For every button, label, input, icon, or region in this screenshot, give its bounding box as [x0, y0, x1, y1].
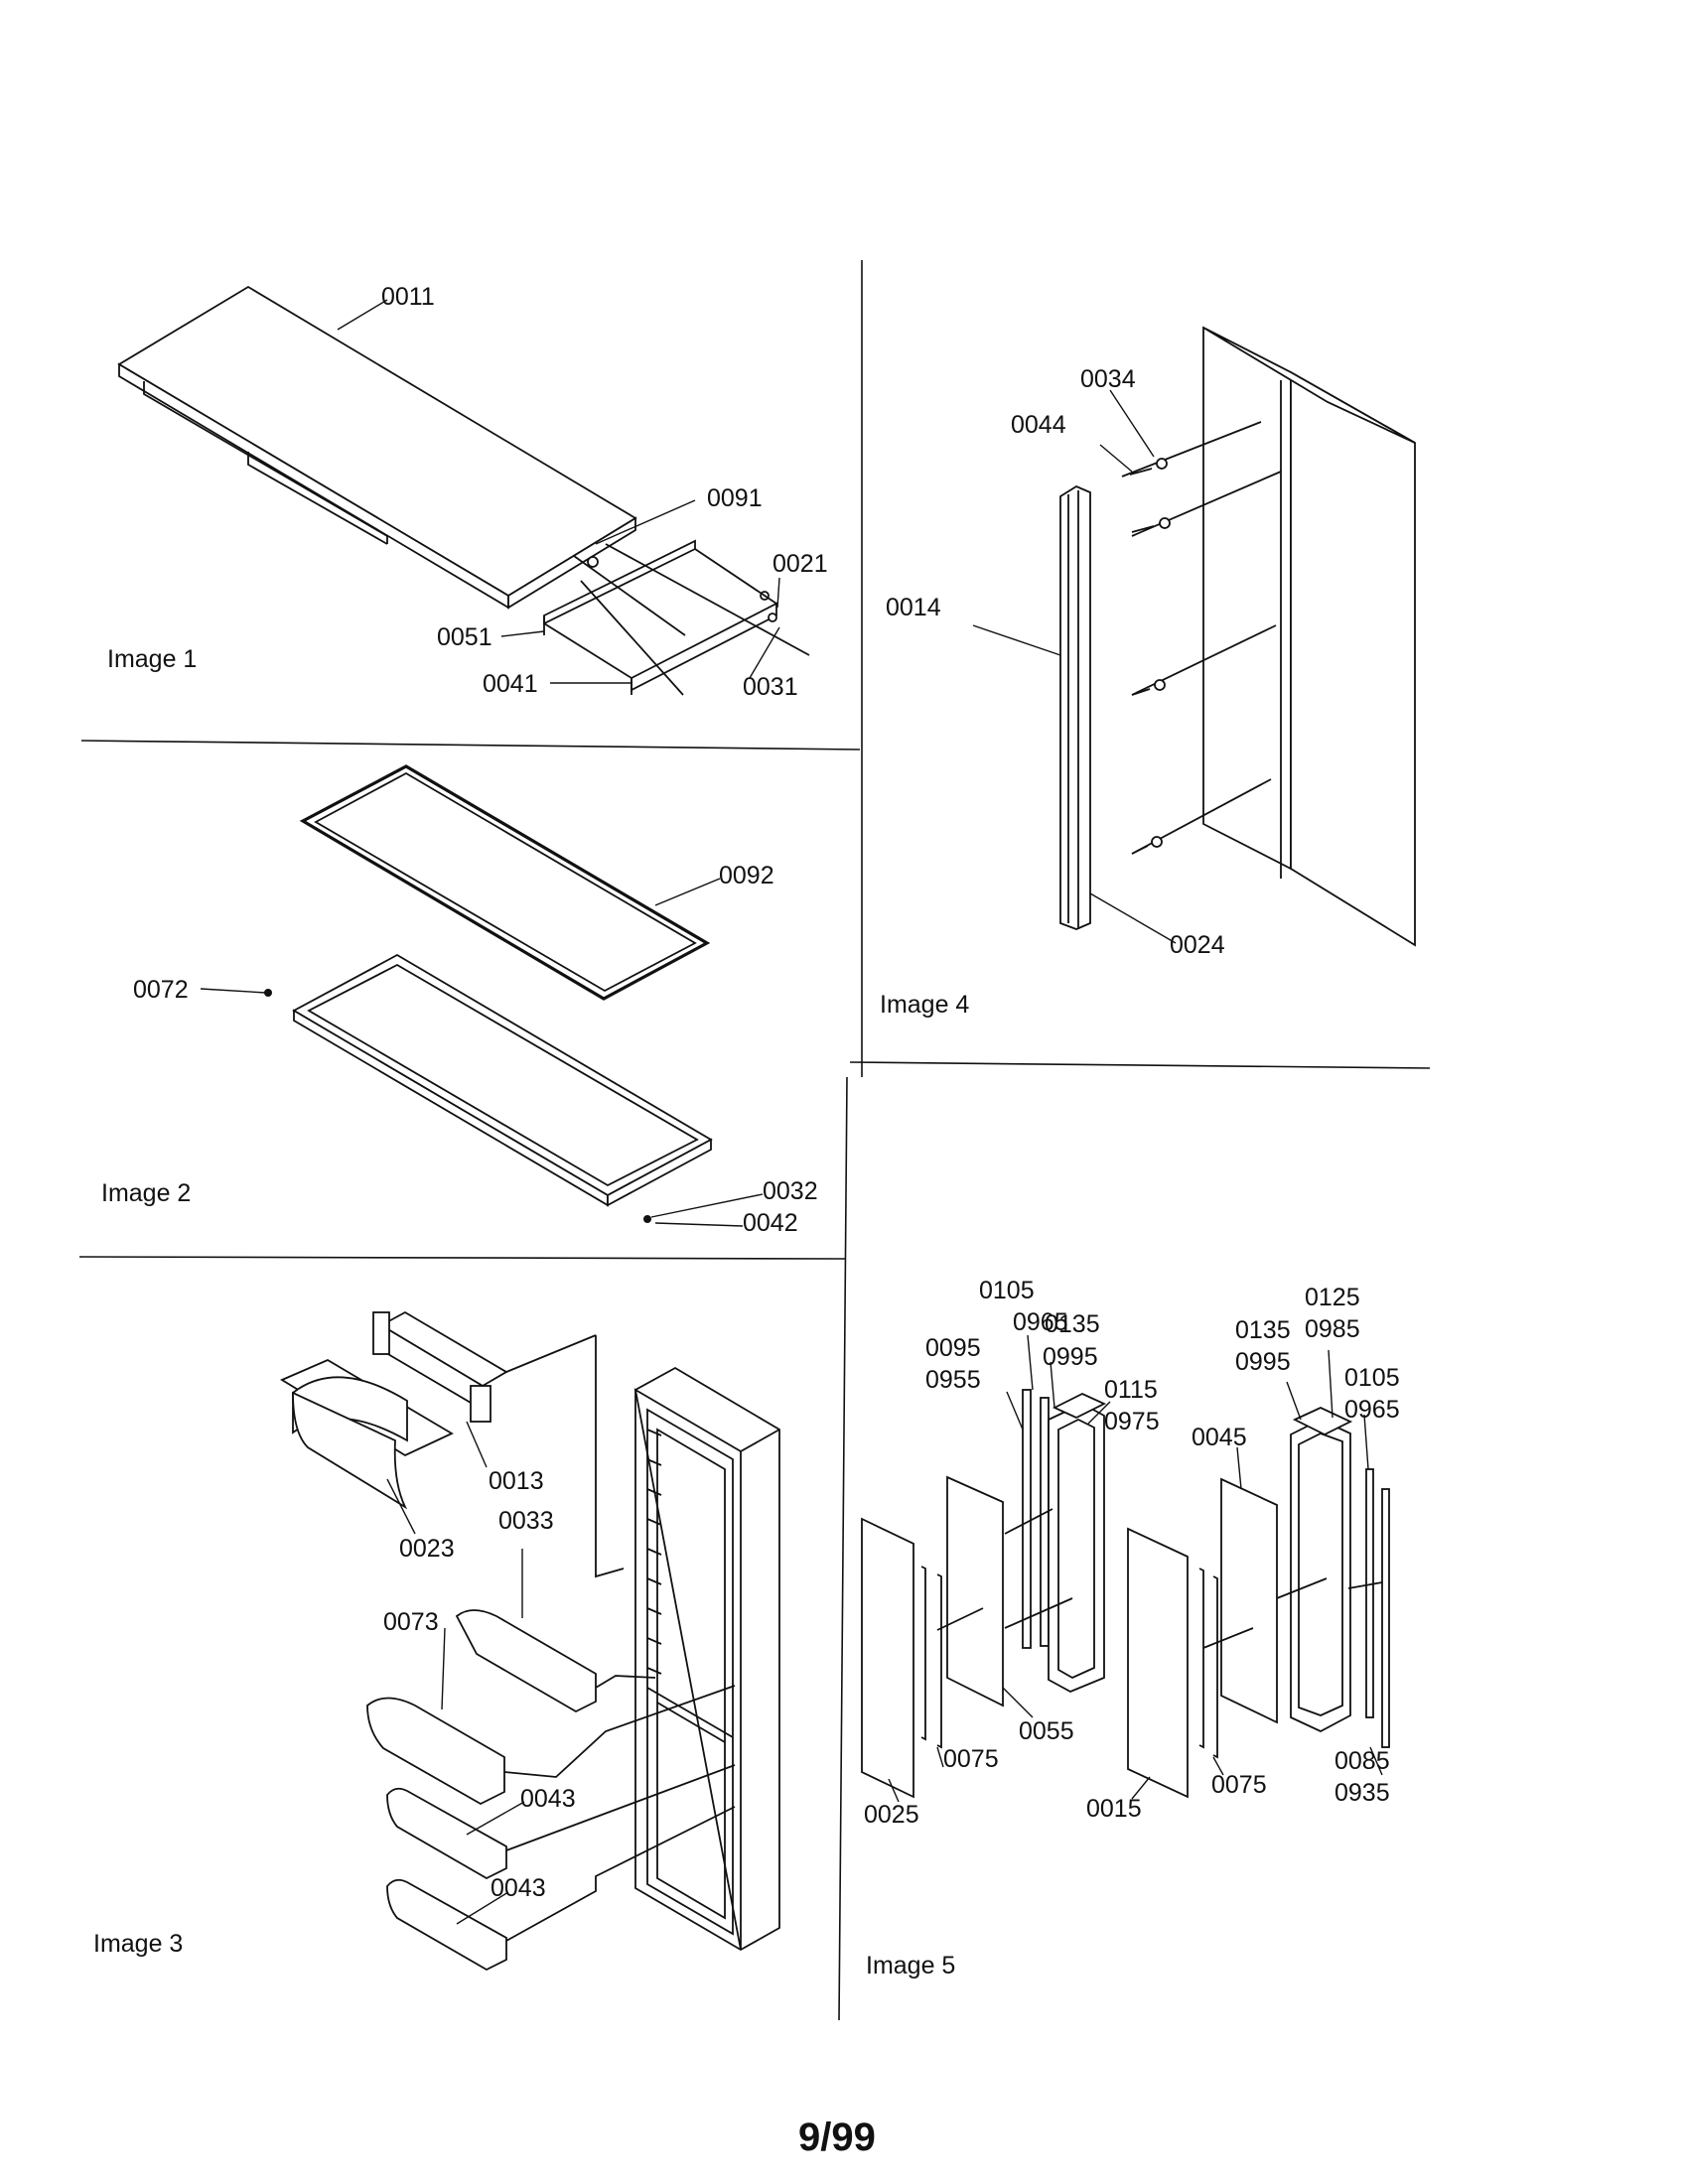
part-label: 0075: [943, 1745, 999, 1773]
part-label: 0091: [707, 484, 763, 512]
part-label: 0135: [1235, 1316, 1291, 1344]
image5-drawing: [861, 1389, 1390, 1799]
part-label: 0055: [1019, 1717, 1074, 1745]
part-label: 0042: [743, 1209, 798, 1237]
part-label: 0135: [1045, 1310, 1100, 1338]
part-label: 0044: [1011, 411, 1066, 439]
part-label: 0975: [1104, 1408, 1160, 1435]
image4-label: Image 4: [880, 991, 969, 1019]
image3-leaders: [386, 1421, 525, 1925]
image1-label: Image 1: [107, 645, 197, 673]
part-label: 0023: [399, 1535, 455, 1563]
part-label: 0995: [1235, 1348, 1291, 1376]
image2-leaders: [200, 878, 764, 1227]
part-label: 0043: [520, 1785, 576, 1813]
part-label: 0115: [1104, 1376, 1158, 1404]
part-label: 0955: [925, 1366, 981, 1394]
part-label: 0021: [772, 550, 828, 578]
part-label: 0935: [1334, 1779, 1390, 1807]
image5-label: Image 5: [866, 1952, 955, 1979]
part-label: 0965: [1344, 1396, 1400, 1424]
image4-drawing: [1059, 326, 1416, 947]
image1-drawing: [117, 285, 810, 696]
part-label: 0011: [381, 283, 435, 311]
panel-dividers: [78, 260, 1431, 2021]
image2-label: Image 2: [101, 1179, 191, 1207]
page-number: 9/99: [798, 2116, 876, 2159]
part-label: 0025: [864, 1801, 919, 1829]
part-label: 0043: [491, 1874, 546, 1902]
part-label: 0045: [1192, 1424, 1247, 1451]
part-label: 0072: [133, 976, 189, 1004]
image1-leaders: [337, 299, 780, 684]
image3-drawing: [280, 1310, 780, 1972]
part-label: 0034: [1080, 365, 1136, 393]
part-label: 0085: [1334, 1747, 1390, 1775]
part-label: 0033: [498, 1507, 554, 1535]
image3-label: Image 3: [93, 1930, 183, 1958]
part-label: 0014: [886, 594, 941, 621]
image5-leaders: [888, 1334, 1383, 1803]
image2-drawing: [264, 764, 713, 1223]
panel-labels: Image 1 Image 2 Image 3 Image 4 Image 5: [93, 645, 969, 1979]
part-label: 0051: [437, 623, 492, 651]
part-label: 0125: [1305, 1284, 1360, 1311]
part-label: 0105: [1344, 1364, 1400, 1392]
part-label: 0073: [383, 1608, 439, 1636]
part-label: 0092: [719, 862, 774, 889]
part-label: 0032: [763, 1177, 818, 1205]
part-label: 0015: [1086, 1795, 1142, 1823]
part-label: 0965: [1013, 1308, 1068, 1336]
part-label: 0095: [925, 1334, 981, 1362]
part-label: 0031: [743, 673, 798, 701]
part-label: 0995: [1043, 1343, 1098, 1371]
part-labels: 0011 0091 0021 0051 0041 0031 0092 0072 …: [133, 283, 1400, 1902]
part-label: 0105: [979, 1277, 1035, 1304]
image4-leaders: [972, 389, 1177, 944]
part-label: 0041: [483, 670, 538, 698]
part-label: 0013: [489, 1467, 544, 1495]
part-label: 0075: [1211, 1771, 1267, 1799]
part-label: 0024: [1170, 931, 1225, 959]
part-label: 0985: [1305, 1315, 1360, 1343]
